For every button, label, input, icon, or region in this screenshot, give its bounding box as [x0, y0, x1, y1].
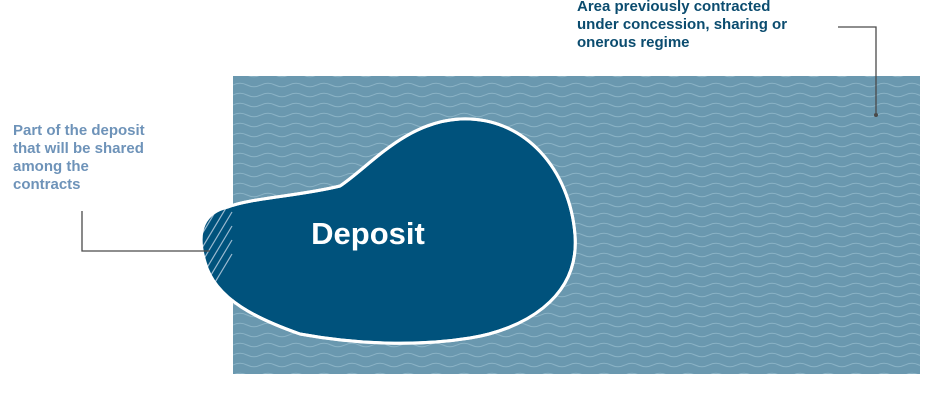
shared-portion-label-line: contracts: [13, 176, 81, 193]
area-leader-line: [838, 26, 877, 113]
shared-portion-label-line: among the: [13, 158, 89, 175]
shared-portion-label-line: that will be shared: [13, 140, 144, 157]
shared-portion-label: Part of the deposit that will be shared …: [13, 122, 145, 194]
contracted-area-label-line: Area previously contracted: [577, 0, 771, 15]
deposit-outline: [199, 117, 577, 345]
shared-portion-label-line: Part of the deposit: [13, 122, 145, 139]
shared-leader-line: [81, 211, 210, 252]
contracted-area-label: Area previously contracted under concess…: [577, 0, 787, 52]
deposit-label: Deposit: [311, 216, 425, 251]
contracted-area-label-line: onerous regime: [577, 34, 690, 51]
contracted-area-label-line: under concession, sharing or: [577, 16, 788, 33]
area-leader-dot: [874, 113, 878, 117]
